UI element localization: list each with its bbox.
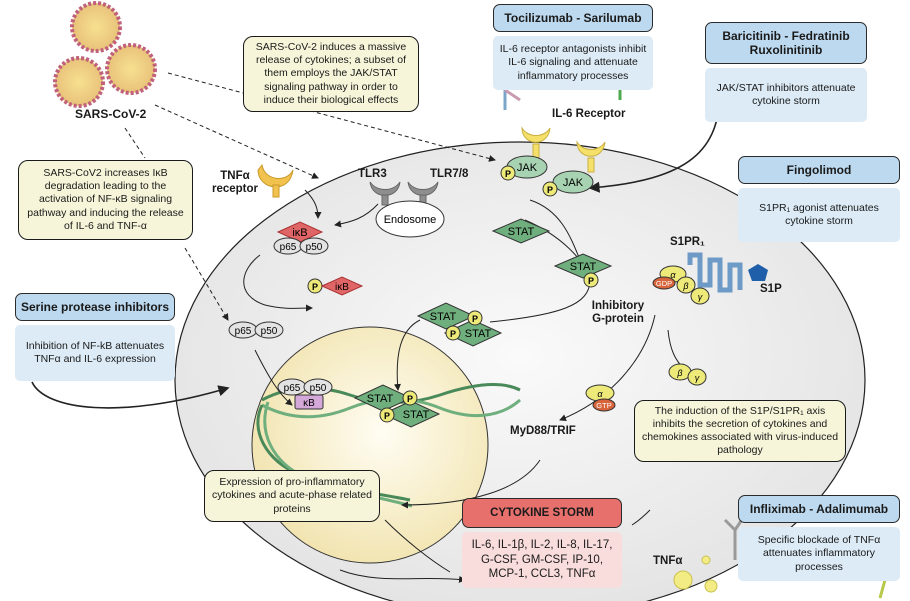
virus-arrows [124,72,496,321]
svg-text:iκB: iκB [292,227,307,239]
virus-icon [105,43,157,95]
svg-text:γ: γ [698,292,703,302]
s1p-ligand-icon [748,264,768,281]
svg-text:P: P [407,394,413,404]
drug-title: Baricitinib - Fedratinib Ruxolinitinib [705,22,867,64]
svg-text:P: P [472,314,478,324]
nucleus [251,326,489,564]
drug-title: Fingolimod [738,156,900,184]
svg-text:P: P [312,282,318,292]
cytokine-storm-title: CYTOKINE STORM [462,498,622,528]
il6-receptor-label: IL-6 Receptor [552,108,626,120]
g-protein-beta-gamma: β γ [668,363,707,386]
drug-infliximab-adalimumab: Infliximab - Adalimumab Specific blockad… [738,495,900,581]
virus-icon [70,1,122,53]
svg-text:α: α [597,389,603,399]
svg-text:κB: κB [303,398,315,409]
svg-text:β: β [682,281,688,291]
drug-title: Serine protease inhibitors [15,293,175,321]
nfkb-free: p65 p50 [228,321,284,339]
ikb-nfkb-complex: iκB p65 p50 [273,221,329,255]
svg-text:P: P [450,329,456,339]
drug-title: Infliximab - Adalimumab [738,495,900,523]
stat-dimer-nucleus: STAT STAT P P [353,384,441,428]
drug-description: Inhibition of NF-kB attenuates TNFα and … [15,325,175,381]
tlr3-icon [369,181,401,206]
tnfa-particles-icon [673,555,718,593]
svg-text:P: P [505,169,511,179]
svg-text:p50: p50 [261,326,278,337]
myd88-trif-label: MyD88/TRIF [510,425,576,437]
svg-text:P: P [547,185,553,195]
svg-text:β: β [676,368,682,378]
svg-text:JAK: JAK [563,177,584,189]
svg-text:GTP: GTP [596,401,611,410]
tlr78-label: TLR7/8 [430,168,469,180]
virus-particles [53,1,157,108]
drug-title: Tocilizumab - Sarilumab [493,4,653,32]
cytokine-storm: CYTOKINE STORM IL-6, IL-1β, IL-2, IL-8, … [462,498,622,588]
s1pr1-receptor-icon [687,252,743,293]
stat-phosphorylated: STAT P [553,253,613,288]
tnfa-receptor-label: TNFα receptor [211,170,259,195]
jak-2: JAK P [542,170,594,197]
tnfa-label: TNFα [653,555,683,567]
endosome-label: Endosome [384,214,437,226]
drug-serine-protease-inhibitors: Serine protease inhibitors Inhibition of… [15,293,175,381]
svg-text:STAT: STAT [403,409,430,421]
svg-text:p65: p65 [280,242,297,253]
svg-text:P: P [384,411,390,421]
g-protein-gdp: α GDP β γ [652,265,710,305]
note-cytokine-expression: Expression of pro-inflammatory cytokines… [204,470,380,522]
svg-text:GDP: GDP [656,279,672,288]
drug-tocilizumab-sarilumab: Tocilizumab - Sarilumab IL-6 receptor an… [493,4,653,90]
drug-baricitinib: Baricitinib - Fedratinib Ruxolinitinib J… [705,22,867,122]
svg-text:γ: γ [695,373,700,383]
inhibitory-g-protein-label: Inhibitory G-protein [591,300,645,325]
stat-monomer: STAT [491,218,551,244]
svg-text:STAT: STAT [430,311,457,323]
tlr3-label: TLR3 [358,168,387,180]
svg-text:α: α [670,270,676,280]
note-s1p-axis: The induction of the S1P/S1PR₁ axis inhi… [634,400,846,462]
tnfa-receptor-icon [257,163,294,198]
svg-text:STAT: STAT [465,328,492,340]
svg-text:JAK: JAK [517,162,538,174]
drug-description: S1PR₁ agonist attenuates cytokine storm [738,188,900,242]
drug-description: IL-6 receptor antagonists inhibit IL-6 s… [493,36,653,90]
phospho-ikb: P iκB [307,276,364,296]
svg-text:STAT: STAT [508,226,535,238]
svg-text:p65: p65 [284,383,301,394]
drug-description: Specific blockade of TNFα attenuates inf… [738,527,900,581]
virus-icon [53,56,105,108]
nfkb-bound-dna: p65 p50 κB [277,378,333,410]
svg-text:STAT: STAT [367,393,394,405]
stat-dimer-cytoplasm: STAT STAT P P [416,302,503,347]
cytokine-list: IL-6, IL-1β, IL-2, IL-8, IL-17, G-CSF, G… [462,532,622,588]
endosome [375,200,445,238]
svg-text:p65: p65 [235,326,252,337]
svg-text:P: P [588,276,594,286]
g-protein-alpha-gtp: α GTP [585,384,616,412]
svg-text:iκB: iκB [335,282,349,293]
s1p-label: S1P [760,283,782,295]
il6-receptor-icon [521,126,606,173]
jak-1: JAK P [500,155,548,181]
note-ikb-degradation: SARS-CoV2 increases IκB degradation lead… [18,160,193,240]
note-jak-stat: SARS-CoV-2 induces a massive release of … [243,36,419,112]
s1pr1-label: S1PR₁ [670,236,705,248]
svg-text:p50: p50 [306,242,323,253]
svg-text:p50: p50 [310,383,327,394]
svg-text:STAT: STAT [570,261,597,273]
drug-fingolimod: Fingolimod S1PR₁ agonist attenuates cyto… [738,156,900,242]
virus-label: SARS-CoV-2 [75,107,147,121]
drug-description: JAK/STAT inhibitors attenuate cytokine s… [705,68,867,122]
